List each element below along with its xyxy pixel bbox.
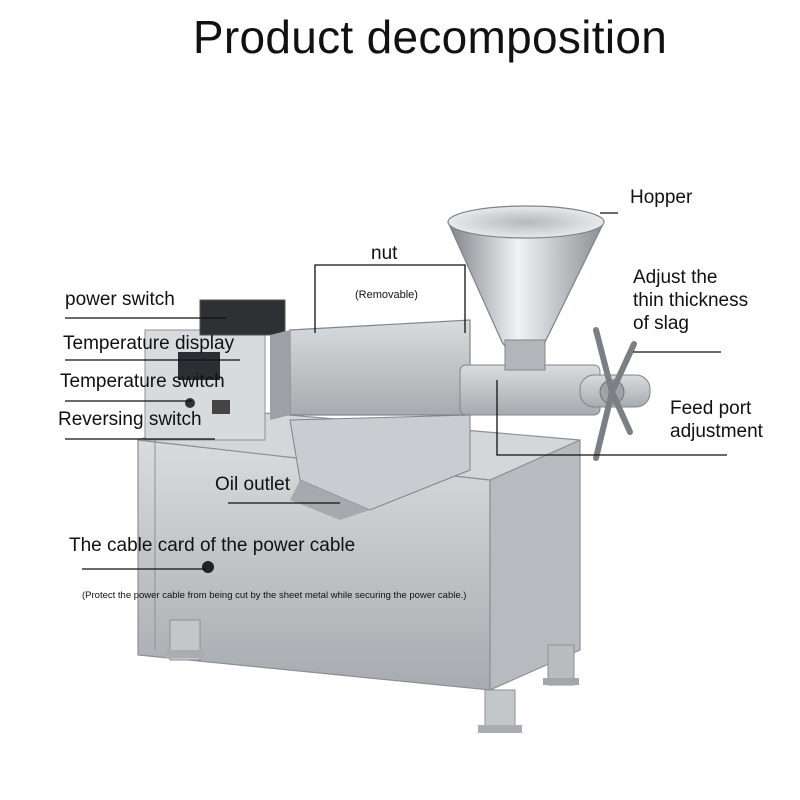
label-oil-outlet: Oil outlet [215,474,290,495]
control-panel [144,299,286,573]
label-adjust-line-1: Adjust the [633,267,718,288]
machine-legs [165,619,579,733]
adjusting-handle [593,327,637,461]
oil-trough [289,414,471,520]
hopper [447,205,605,371]
callout-lines [65,212,727,570]
diagram-title: Product decomposition [192,11,668,63]
label-feed-port-line-2: adjustment [670,421,763,442]
label-nut: nut [371,243,398,264]
nut-housing [270,319,471,420]
label-temperature-display: Temperature display [63,333,235,354]
label-power-switch: power switch [65,289,175,310]
label-hopper: Hopper [630,187,693,208]
label-temperature-switch: Temperature switch [60,371,225,392]
label-removable: (Removable) [355,289,418,301]
label-adjust-line-2: thin thickness [633,290,749,311]
label-feed-port-line-1: Feed port [670,398,752,419]
label-adjust-line-3: of slag [633,313,689,334]
label-cable-card: The cable card of the power cable [69,535,356,556]
label-cable-note: (Protect the power cable from being cut … [82,590,467,601]
label-reversing-switch: Reversing switch [58,409,202,430]
